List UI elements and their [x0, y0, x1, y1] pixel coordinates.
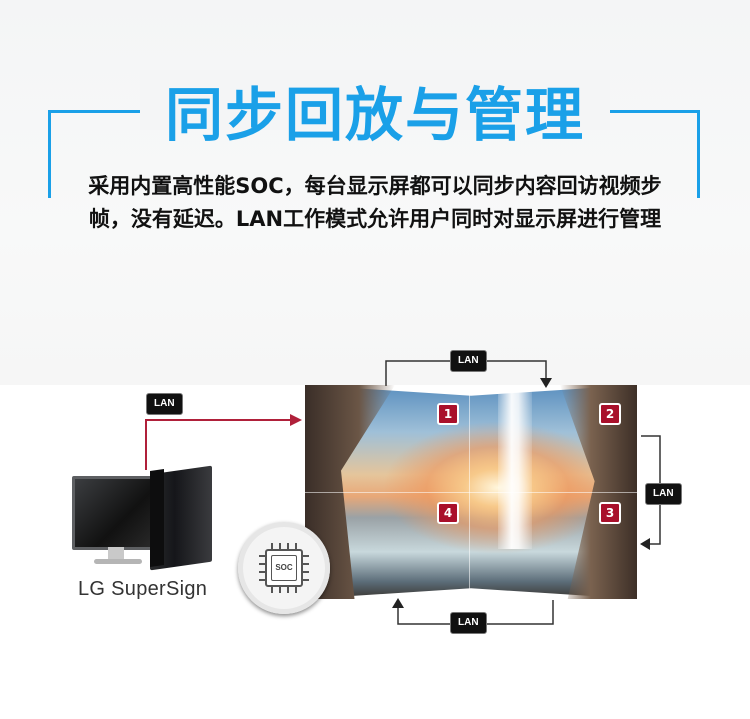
description-line-2: 帧，没有延迟。LAN工作模式允许用户同时对显示屏进行管理 [88, 207, 662, 231]
lan-label-bottom: LAN [450, 612, 487, 634]
screen-badge-1: 1 [437, 403, 459, 425]
screen-badge-4: 4 [437, 502, 459, 524]
screen-badge-2: 2 [599, 403, 621, 425]
screen-badge-3: 3 [599, 502, 621, 524]
title-frame-gap [140, 70, 610, 130]
monitor-stand [108, 547, 124, 561]
description-line-1: 采用内置高性能SOC，每台显示屏都可以同步内容回访视频步 [88, 174, 662, 198]
monitor-base [94, 559, 142, 564]
page-title: 同步回放与管理 [164, 81, 585, 149]
lan-label-pc: LAN [146, 393, 183, 415]
lan-label-right: LAN [645, 483, 682, 505]
waterfall [498, 389, 532, 549]
brand-label: LG SuperSign [78, 578, 208, 600]
monitor-illustration [72, 476, 158, 550]
header-background [0, 0, 750, 385]
soc-label: SOC [271, 555, 297, 581]
screen-seam-horizontal [305, 492, 637, 493]
lan-label-top: LAN [450, 350, 487, 372]
